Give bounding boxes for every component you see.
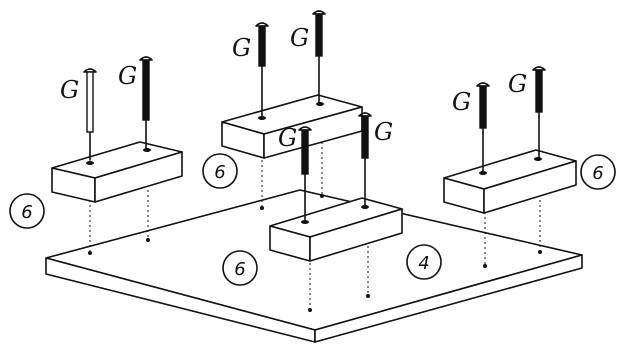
screw-label: G bbox=[60, 76, 79, 104]
block-right bbox=[443, 149, 577, 214]
callout-block-left: 6 bbox=[9, 193, 45, 229]
screw-label: G bbox=[118, 62, 137, 90]
screw bbox=[139, 56, 153, 149]
screw bbox=[312, 10, 326, 103]
screw-label: G bbox=[290, 24, 309, 52]
screw-label: G bbox=[374, 118, 393, 146]
screw bbox=[532, 66, 546, 158]
screw-labels: G G G G G G G G bbox=[60, 24, 527, 152]
callout-label: 6 bbox=[21, 202, 32, 223]
screw-label: G bbox=[232, 34, 251, 62]
block-left bbox=[51, 141, 183, 203]
callout-label: 6 bbox=[234, 259, 245, 280]
callout-block-top: 6 bbox=[202, 153, 238, 189]
callout-block-right: 6 bbox=[580, 154, 616, 190]
alignment-lines bbox=[89, 142, 541, 309]
block-top bbox=[221, 94, 363, 159]
callout-label: 6 bbox=[592, 163, 603, 184]
block-front bbox=[269, 197, 403, 262]
screws bbox=[83, 10, 546, 221]
screw bbox=[298, 126, 312, 221]
callout-label: 6 bbox=[214, 162, 225, 183]
screw-label: G bbox=[508, 70, 527, 98]
callout-plate: 4 bbox=[406, 244, 442, 280]
screw bbox=[476, 82, 490, 172]
callout-block-front: 6 bbox=[222, 250, 258, 286]
part-callouts: 6 6 6 6 4 bbox=[9, 153, 616, 286]
screw bbox=[83, 68, 97, 161]
screw-label: G bbox=[278, 124, 297, 152]
callout-label: 4 bbox=[418, 253, 429, 274]
screw-label: G bbox=[452, 88, 471, 116]
screw bbox=[358, 112, 372, 206]
screw bbox=[255, 22, 269, 117]
